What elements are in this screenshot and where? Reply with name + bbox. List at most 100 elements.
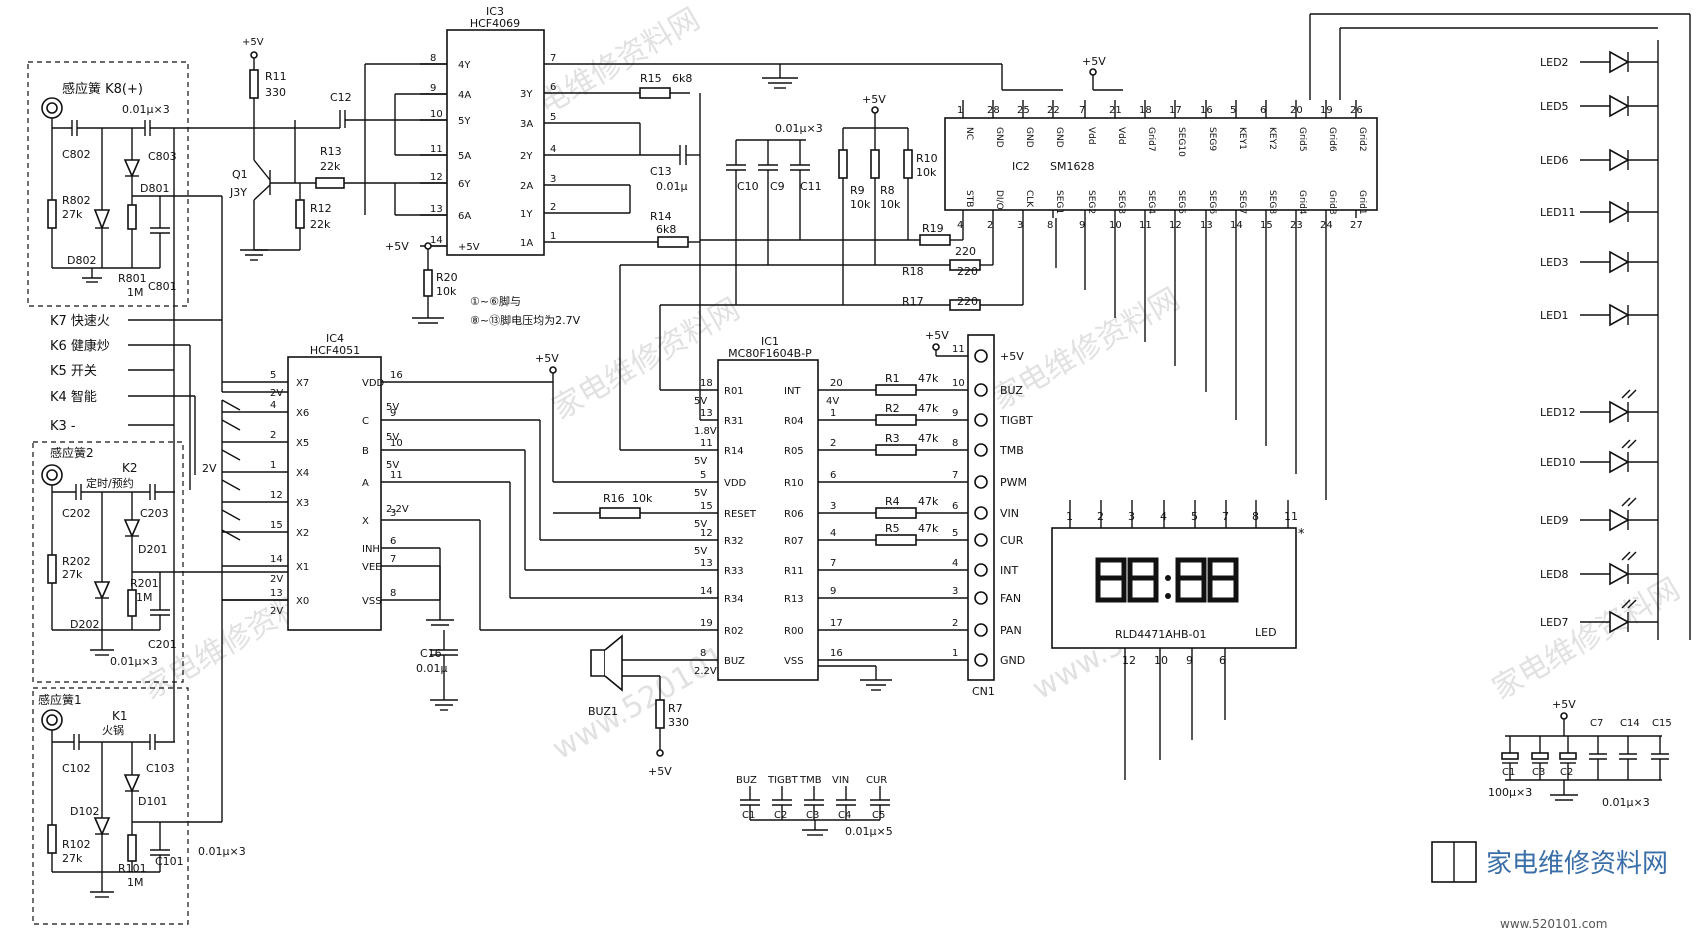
led-icon [1609, 94, 1630, 118]
ic3-pin-num: 14 [430, 235, 443, 246]
r16-value: 10k [632, 492, 653, 505]
ceramic-cap-ref: C14 [1620, 718, 1640, 729]
cn1-pin-num: 1 [952, 648, 958, 659]
k3-label: K3 - [50, 419, 76, 434]
cap-group-net-label: TMB [799, 775, 822, 786]
ic2-ref: IC2 [1012, 160, 1030, 173]
display-pin-num: 6 [1219, 654, 1226, 667]
ic4-pin-name: C [362, 416, 369, 427]
ic3-pin-num: 6 [550, 82, 556, 93]
cn1-pin-num: 11 [952, 344, 965, 355]
ic2-pin-name: NC [964, 127, 974, 140]
ic2-pin-name: SEG9 [1207, 127, 1217, 151]
ic4-pin-num: 15 [270, 520, 283, 531]
r11-label: R11 [265, 70, 287, 83]
led-icon [1609, 200, 1630, 224]
c102-label: C102 [62, 762, 91, 775]
ic4-ref: IC4 [326, 332, 344, 345]
ic4-pin-num: 14 [270, 554, 283, 565]
ic3-body [446, 29, 545, 256]
ic2-pin-name: GND [1024, 127, 1034, 148]
ic2-pin-name: SEG3 [1116, 190, 1126, 214]
ic4-pin-num: 3 [390, 508, 396, 519]
ic1-pin-name: R11 [784, 566, 804, 577]
ic3-pin-name: 2A [520, 181, 533, 192]
led-icon [1609, 250, 1630, 274]
r12-label: R12 [310, 202, 332, 215]
display-pin-num: 2 [1097, 510, 1104, 523]
cn1-pin-num: 2 [952, 618, 958, 629]
ic2-pin-num: 4 [957, 220, 963, 231]
ic1-series-resistor [875, 414, 917, 426]
ic4-pin-name: X1 [296, 562, 309, 573]
ic1-pin-num: 13 [700, 408, 713, 419]
ic3-ref: IC3 [486, 5, 504, 18]
ic1-pin-name: R10 [784, 478, 804, 489]
cn1-pin-num: 8 [952, 438, 958, 449]
ic2-pin-num: 25 [1017, 105, 1030, 116]
ic1-series-resistor-label: R5 [885, 522, 900, 535]
display-pin-num: 4 [1160, 510, 1167, 523]
electrolytic-cap [1501, 752, 1519, 760]
cn1-pin [974, 533, 988, 547]
cn1-pin [974, 413, 988, 427]
r7-label: R7 [668, 702, 683, 715]
ic4-volt: 2V [270, 388, 283, 399]
display-star: * [1298, 527, 1305, 542]
ic1-pin-name: R13 [784, 594, 804, 605]
ic1-block: IC1 MC80F1604B-P 18R015V13R311.8V11R145V… [553, 242, 968, 778]
ic1-pin-num: 1 [830, 408, 836, 419]
ic1-series-resistor [875, 534, 917, 546]
ic3-pin-num: 3 [550, 174, 556, 185]
ic2-pin-name: SEG4 [1146, 190, 1156, 214]
ic4-pin-name: X4 [296, 468, 309, 479]
ic4-pin-num: 11 [390, 470, 403, 481]
r16-resistor [599, 507, 641, 519]
ic2-pin-num: 9 [1079, 220, 1085, 231]
ic4-volt: 2V [270, 606, 283, 617]
r10-resistor [903, 149, 913, 179]
led-label: LED12 [1540, 406, 1576, 419]
electrolytic-cap [1531, 752, 1549, 760]
k5-label: K5 开关 [50, 364, 97, 379]
d802-label: D802 [67, 254, 96, 267]
display-pin-num: 7 [1222, 510, 1229, 523]
led-label: LED3 [1540, 256, 1569, 269]
ic2-pin-num: 18 [1139, 105, 1152, 116]
ic3-pin-name: 4Y [458, 60, 471, 71]
ic1-pin-num: 2 [830, 438, 836, 449]
caps1-label: 0.01μ×3 [198, 845, 246, 858]
ic1-pin-num: 4 [830, 528, 836, 539]
ic1-pin-num: 15 [700, 501, 713, 512]
ic3-pin-num: 11 [430, 144, 443, 155]
ic1-pin-name: VSS [784, 656, 804, 667]
ic2-pin-name: SEG7 [1237, 190, 1247, 214]
ic3-pin-name: +5V [458, 242, 480, 253]
ic3-part: HCF4069 [470, 17, 520, 30]
cn1-pin [974, 443, 988, 457]
ic4-volt: 2.2V [386, 504, 409, 515]
ic3-pin-name: 3Y [520, 89, 533, 100]
ic1-pin-name: R06 [784, 509, 804, 520]
ic1-pin-volt: 2.2V [694, 666, 717, 677]
cap-group-ref: C3 [806, 810, 819, 821]
led-label: LED1 [1540, 309, 1569, 322]
ic4-pin-num: 10 [390, 438, 403, 449]
pwr-node [1560, 712, 1568, 720]
ic2-pin-name: KEY1 [1237, 127, 1247, 150]
k1-text: 火锅 [102, 724, 124, 737]
electrolytic-cap-ref: C3 [1532, 767, 1545, 778]
ic1-series-resistor-label: R3 [885, 432, 900, 445]
ceramic-cap-ref: C7 [1590, 718, 1603, 729]
cn1-pin [974, 623, 988, 637]
ic4-pin-num: 9 [390, 408, 396, 419]
ic1-pin-name: BUZ [724, 656, 745, 667]
ic1-pin-name: R05 [784, 446, 804, 457]
ic4-pin-name: X5 [296, 438, 309, 449]
k6-label: K6 健康炒 [50, 338, 110, 354]
display-type: LED [1255, 626, 1277, 639]
footer-brand: 家电维修资料网 [1486, 849, 1668, 879]
cn1-pin [974, 506, 988, 520]
ic2-pin-num: 16 [1200, 105, 1213, 116]
